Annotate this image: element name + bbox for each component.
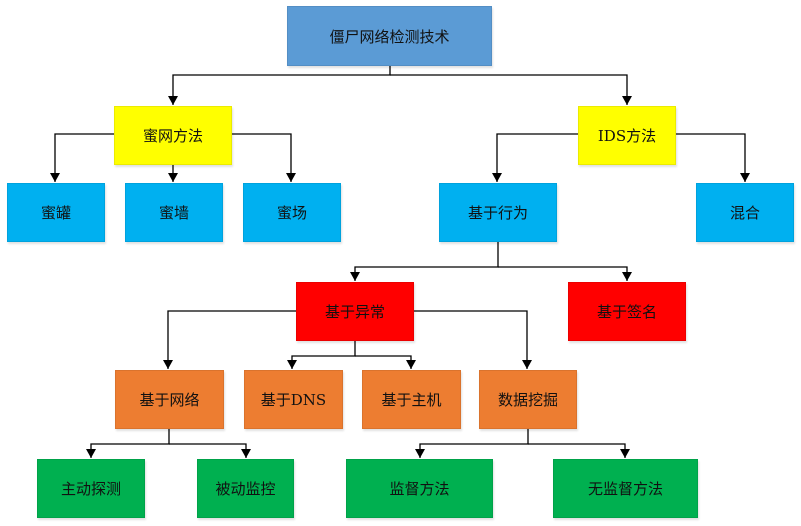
node-passive: 被动监控 [197, 459, 294, 518]
node-behavior: 基于行为 [439, 183, 557, 242]
link-root-ids [390, 74, 632, 105]
node-active: 主动探测 [37, 459, 145, 518]
node-root: 僵尸网络检测技术 [287, 6, 492, 66]
link-datamining-unsupervised [528, 443, 630, 458]
node-supervised: 监督方法 [346, 459, 493, 518]
link-anomaly-datamining [414, 310, 532, 369]
node-honeywall: 蜜墙 [125, 183, 223, 242]
link-datamining-supervised [415, 429, 529, 458]
link-ids-hybrid [676, 133, 750, 182]
link-root-honeynet [168, 66, 391, 105]
link-anomaly-host [355, 355, 416, 369]
node-honeynet: 蜜网方法 [114, 106, 232, 165]
link-anomaly-network [163, 310, 296, 369]
node-hybrid: 混合 [696, 183, 794, 242]
node-signature: 基于签名 [568, 282, 686, 341]
link-network-active [86, 429, 170, 458]
node-network: 基于网络 [115, 370, 224, 429]
node-honeypot: 蜜罐 [7, 183, 105, 242]
node-honeyfarm: 蜜场 [243, 183, 341, 242]
link-honeynet-honeypot [50, 133, 114, 182]
link-ids-behavior [492, 133, 578, 182]
link-behavior-signature [498, 266, 632, 281]
link-anomaly-dns [287, 341, 356, 369]
node-host: 基于主机 [362, 370, 461, 429]
link-network-passive [169, 443, 251, 458]
link-honeynet-honeyfarm [232, 133, 296, 182]
node-dns: 基于DNS [244, 370, 343, 429]
link-behavior-anomaly [350, 242, 499, 281]
node-ids: IDS方法 [578, 106, 676, 165]
node-anomaly: 基于异常 [296, 282, 414, 341]
node-datamining: 数据挖掘 [479, 370, 577, 429]
node-unsupervised: 无监督方法 [553, 459, 698, 518]
